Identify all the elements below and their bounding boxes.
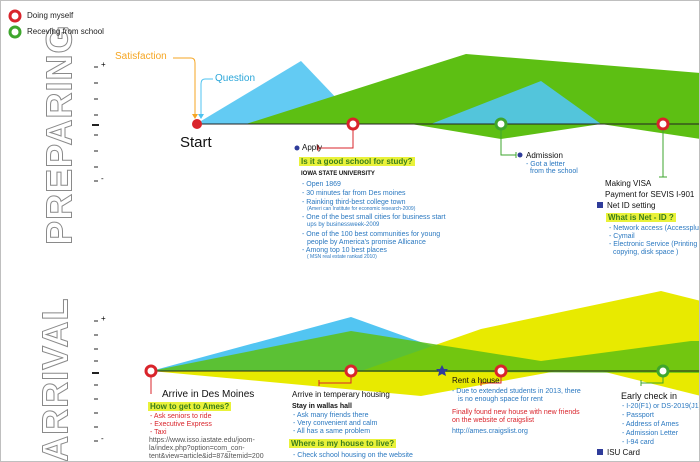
apply-marker [346, 117, 360, 131]
rent-red-2: on the website of craigslist [452, 417, 535, 424]
arrive-desmoines-marker [144, 364, 158, 378]
admission-marker [494, 117, 508, 131]
visa-line-3: Net ID setting [607, 201, 656, 210]
satisfaction-label: Satisfaction [115, 51, 167, 62]
visa-item-1: - Network access (Accessplus) [609, 225, 700, 232]
start-marker [192, 119, 202, 129]
early-checkin-marker [656, 364, 670, 378]
scale-plus-arrival: + [101, 314, 106, 323]
apply-item-2: - 30 minutes far from Des moines [302, 190, 406, 197]
visa-line-1: Making VISA [605, 179, 652, 188]
rent-house-marker [494, 364, 508, 378]
visa-item-3: - Electronic Service (Printing [609, 241, 698, 248]
question-pointer [200, 78, 213, 116]
apply-title: Apply [302, 143, 323, 152]
temporary-question: Where is my house to live? [289, 439, 397, 449]
start-label: Start [180, 134, 212, 151]
admission-item-2: from the school [530, 168, 578, 175]
desmoines-link-3[interactable]: tent&view=article&id=87&Itemid=200 [149, 453, 264, 460]
apply-item-3: - Rainking third-best college town [302, 199, 406, 206]
apply-question: Is it a good school for study? [299, 157, 415, 167]
temporary-extra: - Check school housing on the website [293, 452, 413, 459]
checkin-item-2: - Passport [622, 412, 654, 419]
desmoines-link-1[interactable]: https://www.isso.iastate.edu/joom- [149, 437, 255, 444]
checkin-item-3: - Address of Ames [622, 421, 679, 428]
temporary-item-1: - Ask many friends there [293, 412, 369, 419]
desmoines-item-2: - Executive Express [150, 421, 212, 428]
scale-plus-preparing: + [101, 60, 106, 69]
scale-ticks-preparing [92, 66, 99, 182]
scale-minus-preparing: - [101, 174, 104, 183]
admission-title: Admission [526, 151, 563, 160]
scale-ticks-arrival [92, 320, 99, 442]
school-name: IOWA STATE UNIVERSITY [301, 171, 375, 177]
checkin-item-1: - I-20(F1) or DS-2019(J1) [622, 403, 700, 410]
checkin-item-5: - I-94 card [622, 439, 654, 446]
apply-item-4: (Ameri can Institute for economic resear… [307, 206, 416, 212]
rent-link[interactable]: http://ames.craigslist.org [452, 428, 528, 435]
desmoines-item-3: - Taxi [150, 429, 167, 436]
rent-title: Rent a house [452, 376, 500, 385]
arrive-temporary-marker [344, 364, 358, 378]
rent-red-1: Finally found new house with new friends [452, 409, 580, 416]
apply-item-10: ( MSN real estate rankad 2010) [307, 254, 377, 260]
apply-item-6: ups by businessweek-2009 [307, 222, 380, 228]
question-area-preparing-2 [431, 81, 601, 124]
apply-item-5: - One of the best small cities for busin… [302, 214, 446, 221]
desmoines-item-1: - Ask seniors to ride [150, 413, 212, 420]
apply-item-9: - Among top 10 best places [302, 247, 387, 254]
visa-item-4: copying, disk space ) [613, 249, 679, 256]
checkin-item-4: - Admission Letter [622, 430, 679, 437]
desmoines-link-2[interactable]: la/index.php?option=com_con- [149, 445, 245, 452]
apply-item-8: people by America's promise Allicance [307, 239, 426, 246]
visa-item-2: - Cymail [609, 233, 635, 240]
apply-item-1: - Open 1869 [302, 181, 341, 188]
isu-card-title: ISU Card [607, 448, 640, 457]
legend-green-icon [8, 25, 22, 39]
netid-question: What is Net - ID ? [606, 213, 676, 223]
scale-minus-arrival: - [101, 434, 104, 443]
green-area-arrival [151, 331, 699, 373]
temporary-subtitle: Stay in wallas hall [292, 403, 352, 410]
apply-item-7: - One of the 100 best communities for yo… [302, 231, 441, 238]
rent-item-1: - Due to extended students in 2013, ther… [452, 388, 581, 395]
visa-marker [656, 117, 670, 131]
temporary-item-2: - Very convenient and calm [293, 420, 378, 427]
legend-doing-myself: Doing myself [27, 11, 74, 20]
visa-line-2: Payment for SEVIS I-901 [605, 190, 695, 199]
satisfaction-area-arrival [151, 302, 699, 396]
question-label: Question [215, 73, 256, 84]
desmoines-question: How to get to Ames? [148, 402, 232, 412]
desmoines-title: Arrive in Des Moines [162, 389, 255, 400]
temporary-item-3: - All has a same problem [293, 428, 371, 435]
section-label-preparing: PREPARING [38, 24, 80, 245]
temporary-title: Arrive in temperary housing [292, 390, 390, 399]
legend-red-icon [8, 9, 22, 23]
checkin-title: Early check in [621, 391, 678, 401]
section-label-arrival: ARRIVAL [34, 297, 76, 462]
legend-receiving-from-school: Receving from school [27, 27, 104, 36]
satisfaction-pointer [173, 57, 196, 116]
rent-item-2: is no enough space for rent [458, 396, 543, 403]
admission-item-1: - Got a letter [526, 161, 565, 168]
